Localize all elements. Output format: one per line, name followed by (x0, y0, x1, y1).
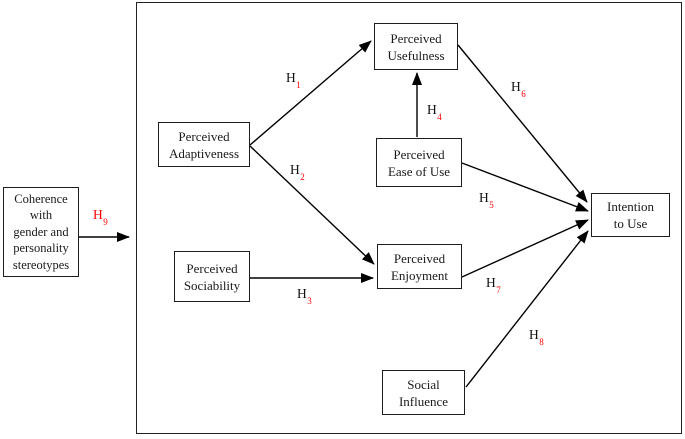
node-label-line: Influence (398, 393, 449, 409)
hypothesis-label-h6: H6 (511, 79, 526, 100)
node-label-line: Enjoyment (390, 267, 449, 283)
node-perceived-sociability: Perceived Sociability (174, 251, 250, 302)
hypothesis-subscript: 1 (296, 79, 301, 90)
node-perceived-usefulness: Perceived Usefulness (374, 23, 458, 70)
node-perceived-enjoyment: Perceived Enjoyment (377, 244, 462, 289)
hypothesis-label-h1: H1 (286, 70, 301, 91)
hypothesis-letter: H (290, 162, 300, 177)
node-label-line: Perceived (390, 30, 442, 46)
node-intention-to-use: Intention to Use (591, 193, 670, 237)
node-label-line: Usefulness (387, 47, 445, 63)
node-label-line: Perceived (393, 146, 445, 162)
node-social-influence: Social Influence (382, 370, 465, 415)
node-perceived-adaptiveness: Perceived Adaptiveness (158, 122, 250, 167)
hypothesis-subscript: 4 (437, 111, 442, 122)
hypothesis-letter: H (297, 286, 307, 301)
arrow-h7 (461, 219, 589, 278)
hypothesis-subscript: 3 (307, 295, 312, 306)
node-label-line: Perceived (178, 128, 230, 144)
node-label-line: Sociability (183, 277, 241, 293)
node-label-line: Coherence (14, 191, 68, 206)
node-label-line: Adaptiveness (168, 145, 240, 161)
hypothesis-subscript: 9 (103, 216, 108, 227)
node-label-line: stereotypes (12, 257, 70, 272)
hypothesis-letter: H (529, 327, 539, 342)
hypothesis-letter: H (486, 275, 496, 290)
node-label-line: to Use (613, 216, 648, 231)
hypothesis-subscript: 6 (521, 88, 526, 99)
hypothesis-letter: H (286, 70, 296, 85)
hypothesis-label-h9: H9 (93, 207, 108, 228)
node-coherence-stereotypes: Coherence with gender and personality st… (3, 187, 79, 277)
node-label-line: Ease of Use (387, 163, 451, 179)
hypothesis-letter: H (511, 79, 521, 94)
hypothesis-letter: H (93, 207, 103, 222)
arrow-h5 (461, 162, 589, 212)
hypothesis-subscript: 5 (489, 199, 494, 210)
hypothesis-subscript: 2 (300, 171, 305, 182)
arrow-h2 (249, 145, 375, 265)
hypothesis-label-h8: H8 (529, 327, 544, 348)
hypothesis-letter: H (479, 190, 489, 205)
node-label-line: gender and (13, 224, 69, 239)
hypothesis-label-h7: H7 (486, 275, 501, 296)
node-label-line: Perceived (186, 260, 238, 276)
arrow-h8 (465, 230, 589, 388)
node-perceived-ease-of-use: Perceived Ease of Use (376, 138, 462, 187)
hypothesis-label-h4: H4 (427, 102, 442, 123)
node-label-line: with (29, 208, 53, 223)
node-label-line: Social (407, 376, 440, 392)
hypothesis-label-h5: H5 (479, 190, 494, 211)
model-frame (136, 2, 682, 434)
hypothesis-label-h2: H2 (290, 162, 305, 183)
hypothesis-letter: H (427, 102, 437, 117)
node-label-line: Intention (607, 199, 654, 214)
hypothesis-subscript: 8 (539, 336, 544, 347)
node-label-line: personality (13, 241, 69, 256)
node-label-line: Perceived (393, 250, 446, 266)
arrow-h1 (249, 40, 372, 146)
arrow-h6 (457, 44, 588, 203)
hypothesis-subscript: 7 (496, 284, 501, 295)
hypothesis-label-h3: H3 (297, 286, 312, 307)
